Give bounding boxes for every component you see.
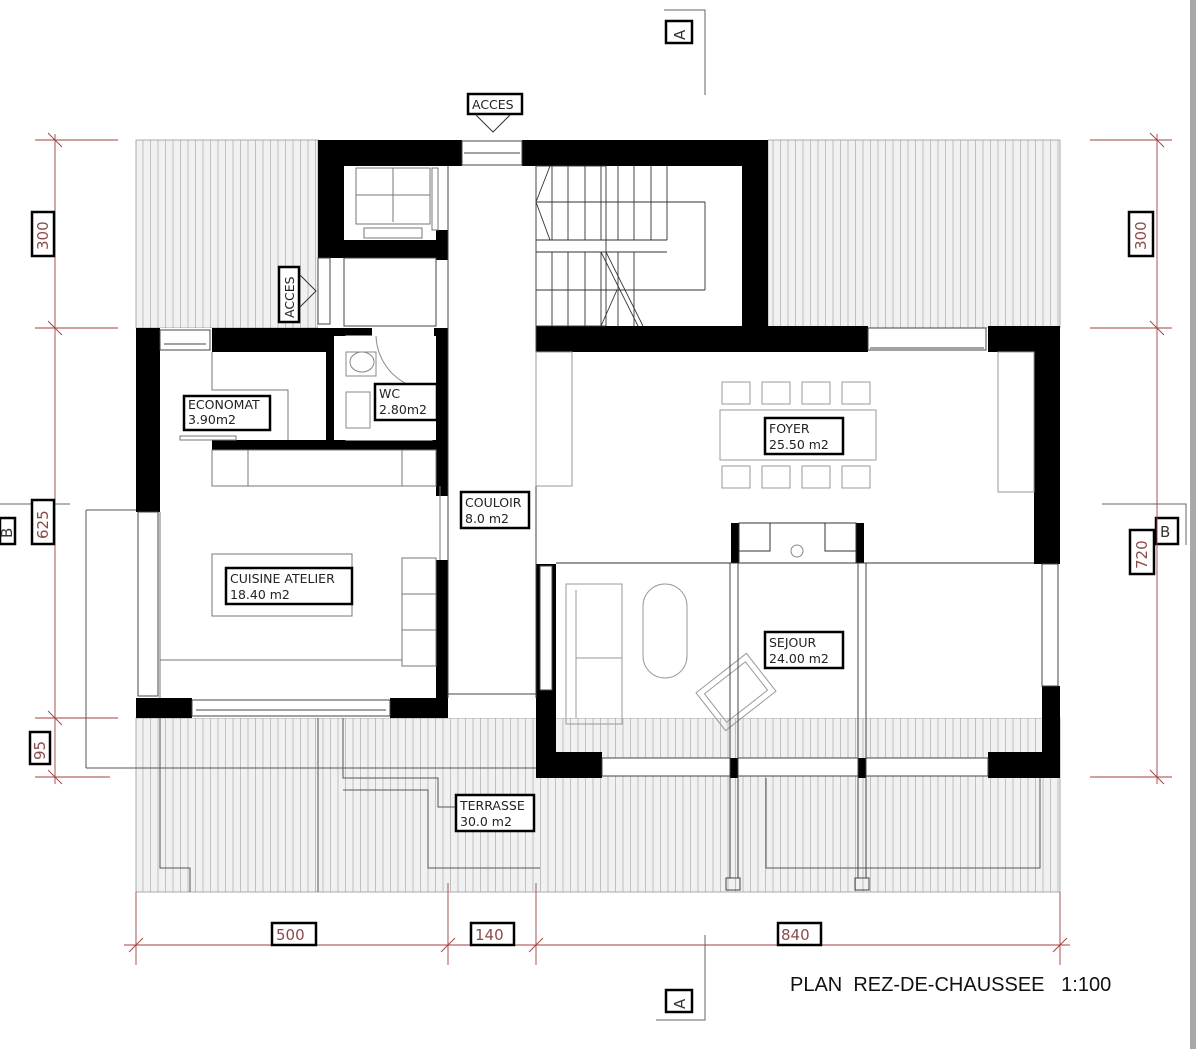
access-side: ACCES (277, 265, 317, 324)
label-economat: ECONOMAT 3.90m2 (182, 394, 272, 432)
svg-text:24.00 m2: 24.00 m2 (769, 651, 829, 666)
svg-text:840: 840 (781, 926, 810, 944)
svg-text:300: 300 (1132, 221, 1150, 250)
access-markers: ACCES ACCES (277, 92, 524, 324)
svg-text:SEJOUR: SEJOUR (769, 635, 817, 650)
label-foyer: FOYER 25.50 m2 (763, 416, 845, 456)
windows (137, 140, 1059, 777)
svg-text:625: 625 (34, 510, 52, 539)
svg-text:COULOIR: COULOIR (465, 495, 522, 510)
svg-text:95: 95 (31, 741, 49, 760)
room-labels: ECONOMAT 3.90m2 WC 2.80m2 CUISINE ATELIE… (182, 382, 845, 833)
terrace-outlines (85, 509, 1041, 892)
label-cuisine: CUISINE ATELIER 18.40 m2 (224, 566, 354, 606)
svg-text:720: 720 (1133, 540, 1151, 569)
svg-text:B: B (0, 528, 16, 538)
svg-text:FOYER: FOYER (769, 421, 810, 436)
dimension-labels: 300 625 95 300 720 500 140 840 (28, 210, 1156, 947)
svg-text:30.0 m2: 30.0 m2 (460, 814, 512, 829)
svg-text:A: A (671, 29, 689, 40)
plan-title: PLAN REZ-DE-CHAUSSEE 1:100 (790, 974, 1111, 996)
svg-text:140: 140 (475, 926, 504, 944)
svg-text:ACCES: ACCES (282, 276, 297, 318)
svg-text:8.0 m2: 8.0 m2 (465, 511, 509, 526)
label-wc: WC 2.80m2 (373, 382, 439, 422)
svg-text:B: B (1160, 523, 1170, 541)
kitchen-fixtures (159, 352, 441, 698)
svg-text:2.80m2: 2.80m2 (379, 402, 427, 417)
walls (136, 140, 1060, 778)
svg-text:300: 300 (34, 221, 52, 250)
svg-text:WC: WC (379, 386, 400, 401)
fireplace (556, 522, 1034, 564)
svg-text:18.40 m2: 18.40 m2 (230, 587, 290, 602)
foyer-furniture (535, 351, 1035, 493)
svg-text:CUISINE ATELIER: CUISINE ATELIER (230, 571, 335, 586)
svg-text:ACCES: ACCES (472, 97, 514, 112)
sejour-furniture (565, 563, 870, 891)
access-top: ACCES (466, 92, 524, 133)
svg-text:TERRASSE: TERRASSE (459, 798, 525, 813)
svg-text:3.90m2: 3.90m2 (188, 412, 236, 427)
label-couloir: COULOIR 8.0 m2 (459, 490, 531, 530)
label-sejour: SEJOUR 24.00 m2 (763, 630, 845, 670)
staircase (535, 165, 706, 327)
laundry-fixtures (343, 167, 439, 327)
svg-text:25.50 m2: 25.50 m2 (769, 437, 829, 452)
section-markers: A A B B (0, 9, 1187, 1021)
vertical-scrollbar[interactable] (1190, 0, 1196, 1049)
svg-text:A: A (671, 998, 689, 1009)
svg-text:ECONOMAT: ECONOMAT (188, 397, 260, 412)
svg-text:500: 500 (276, 926, 305, 944)
label-terrasse: TERRASSE 30.0 m2 (454, 793, 536, 833)
